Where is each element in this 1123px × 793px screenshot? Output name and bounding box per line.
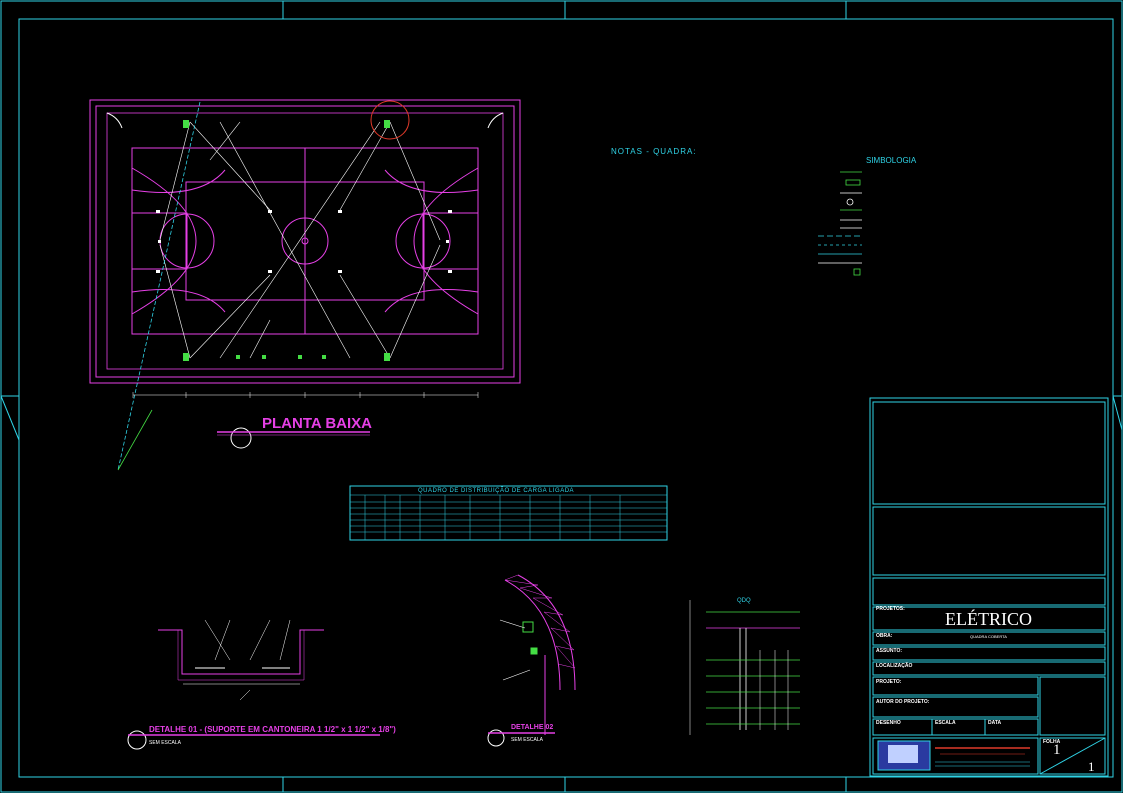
detail-01-drawing[interactable] — [127, 619, 380, 750]
plan-title: PLANTA BAIXA — [262, 415, 372, 432]
folha-label: FOLHA — [1043, 739, 1061, 745]
title-block[interactable] — [869, 397, 1109, 777]
detail-02-drawing[interactable] — [487, 574, 576, 747]
escala-label: ESCALA — [935, 720, 956, 726]
sheet-number: 1 — [1053, 742, 1061, 758]
projetos-label: PROJETOS: — [876, 606, 905, 612]
discipline-title: ELÉTRICO — [945, 609, 1032, 629]
assunto-label: ASSUNTO: — [876, 648, 903, 654]
load-distribution-table[interactable] — [349, 485, 668, 541]
notes-title: NOTAS - QUADRA: — [611, 147, 697, 156]
detail-01-title: DETALHE 01 - (SUPORTE EM CANTONEIRA 1 1/… — [149, 725, 396, 734]
qdq-label: QDQ — [737, 598, 751, 604]
obra-label: OBRA: — [876, 633, 893, 639]
legend-title: SIMBOLOGIA — [866, 156, 917, 165]
plan-title-symbol — [217, 427, 370, 449]
detail-02-title: DETALHE 02 — [511, 724, 554, 731]
desenho-label: DESENHO — [876, 720, 901, 726]
qdq-single-line-diagram[interactable] — [689, 600, 800, 735]
obra-value: QUADRA COBERTA — [970, 634, 1007, 639]
projeto-label: PROJETO: — [876, 679, 902, 685]
data-label: DATA — [988, 720, 1002, 726]
localizacao-label: LOCALIZAÇÃO — [876, 663, 913, 669]
legend-symbols — [818, 171, 862, 276]
detail-02-scale: SEM ESCALA — [511, 737, 543, 743]
autor-label: AUTOR DO PROJETO: — [876, 699, 930, 705]
court-plan[interactable] — [89, 99, 521, 471]
load-table-title: QUADRO DE DISTRIBUIÇÃO DE CARGA LIGADA — [418, 488, 575, 494]
detail-01-scale: SEM ESCALA — [149, 740, 181, 746]
sheet-total: 1 — [1088, 759, 1095, 774]
